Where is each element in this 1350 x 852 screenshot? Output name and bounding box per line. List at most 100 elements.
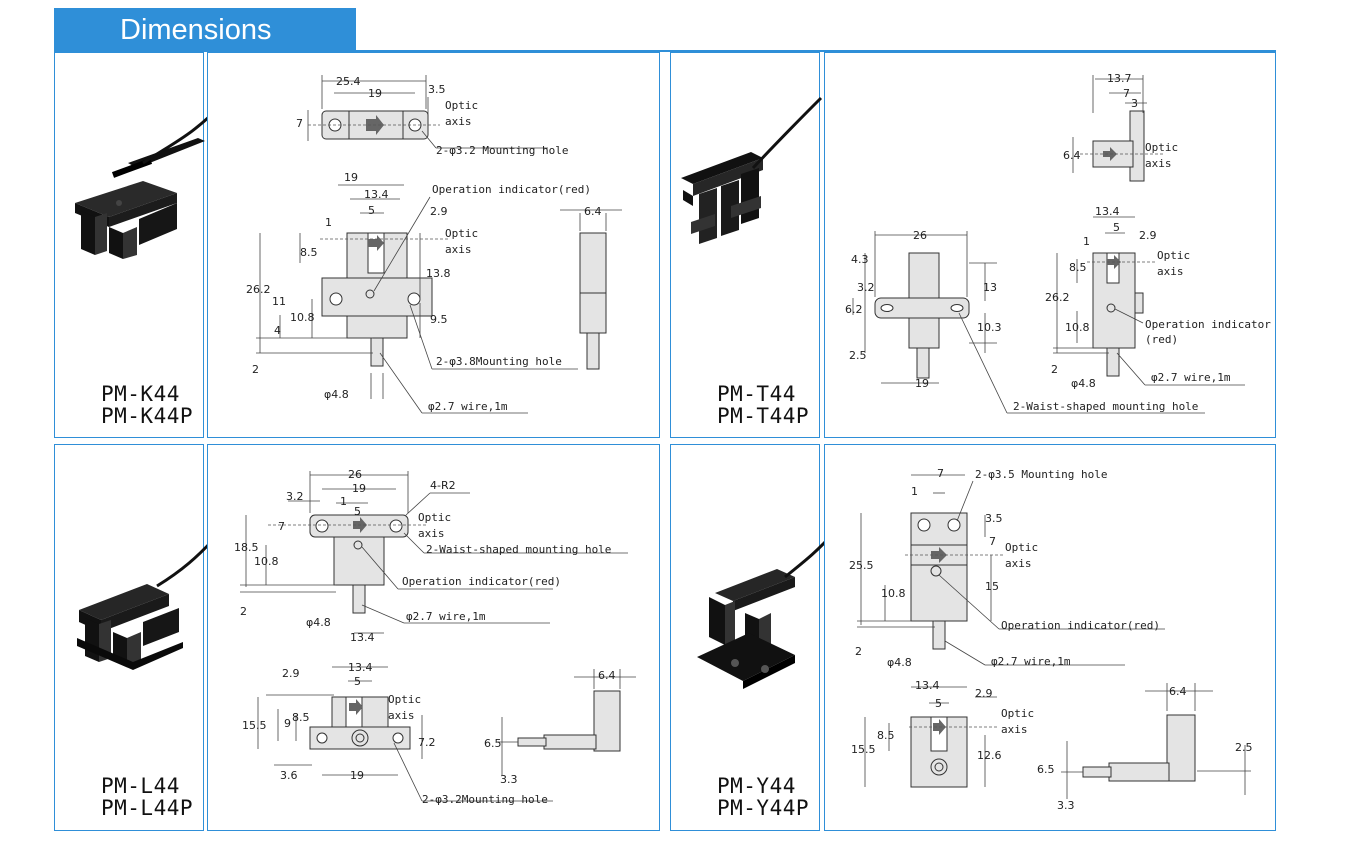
dim-label: 13.4: [350, 631, 375, 644]
dim-label: 8.5: [300, 246, 318, 259]
callout-label: Operation indicator: [1145, 318, 1271, 331]
drawing-panel-y44: 7 2-φ3.5 Mounting hole 1 3.5 7 Optic axi…: [824, 444, 1276, 831]
dim-label: 7: [296, 117, 303, 130]
callout-label: 2-φ3.2 Mounting hole: [436, 144, 568, 157]
callout-label: φ2.7 wire,1m: [1151, 371, 1231, 384]
model-line: PM-Y44: [717, 774, 796, 798]
dim-label: 25.4: [336, 75, 361, 88]
dim-label: 2: [252, 363, 259, 376]
dim-label: 3: [1131, 97, 1138, 110]
dim-label: 7: [278, 520, 285, 533]
dim-label: 3.3: [500, 773, 518, 786]
dim-label: 6.4: [584, 205, 602, 218]
model-line: PM-L44P: [101, 796, 194, 820]
dim-label: 8.5: [877, 729, 895, 742]
model-line: PM-K44: [101, 382, 180, 406]
dim-label: 18.5: [234, 541, 259, 554]
dim-label: 10.8: [254, 555, 279, 568]
dim-label: 1: [325, 216, 332, 229]
dim-label: 8.5: [1069, 261, 1087, 274]
callout-label: Optic: [1145, 141, 1178, 154]
dim-label: φ4.8: [306, 616, 331, 629]
dim-label: 2.9: [1139, 229, 1157, 242]
dim-label: 13: [983, 281, 997, 294]
callout-label: 2-φ3.5 Mounting hole: [975, 468, 1107, 481]
dim-label: 7.2: [418, 736, 436, 749]
callout-label: Optic: [445, 227, 478, 240]
callout-label: Optic: [1001, 707, 1034, 720]
dim-label: 10.8: [1065, 321, 1090, 334]
dim-label: 2: [1051, 363, 1058, 376]
dim-label: 3.3: [1057, 799, 1075, 812]
dim-label: 15: [985, 580, 999, 593]
dim-label: φ4.8: [887, 656, 912, 669]
model-name-y44: PM-Y44 PM-Y44P: [717, 775, 809, 819]
dim-label: 10.8: [290, 311, 315, 324]
sensor-photo-y44: [697, 530, 837, 689]
title-rule: [54, 50, 1276, 52]
dim-label: 6.4: [598, 669, 616, 682]
callout-label: axis: [1157, 265, 1184, 278]
dim-label: 2.9: [430, 205, 448, 218]
dim-label: 19: [350, 769, 364, 782]
callout-label: 2-Waist-shaped mounting hole: [1013, 400, 1198, 413]
dim-label: 26: [348, 468, 362, 481]
callout-label: 2-φ3.2Mounting hole: [422, 793, 548, 806]
callout-label: axis: [1001, 723, 1028, 736]
dim-label: 1: [340, 495, 347, 508]
dim-label: 6.2: [845, 303, 863, 316]
sensor-photo-l44: [77, 538, 215, 670]
product-photo-panel-y44: PM-Y44 PM-Y44P: [670, 444, 837, 831]
dim-label: 3.2: [857, 281, 875, 294]
dim-label: 26: [913, 229, 927, 242]
dim-label: 4-R2: [430, 479, 456, 492]
callout-label: axis: [445, 243, 472, 256]
dim-label: 1: [911, 485, 918, 498]
dim-label: 6.5: [484, 737, 502, 750]
callout-label: 2-φ3.8Mounting hole: [436, 355, 562, 368]
dim-label: 5: [354, 505, 361, 518]
dim-label: 15.5: [242, 719, 267, 732]
callout-label: φ2.7 wire,1m: [406, 610, 486, 623]
dim-label: 26.2: [1045, 291, 1070, 304]
callout-label: Operation indicator(red): [402, 575, 561, 588]
dim-label: 19: [344, 171, 358, 184]
dim-label: 7: [989, 535, 996, 548]
dim-label: 10.3: [977, 321, 1002, 334]
sensor-photo-k44: [75, 101, 225, 259]
dim-label: 13.4: [348, 661, 373, 674]
dim-label: 19: [352, 482, 366, 495]
dim-label: 3.2: [286, 490, 304, 503]
model-name-t44: PM-T44 PM-T44P: [717, 383, 809, 427]
dim-label: 13.4: [915, 679, 940, 692]
dim-label: 9: [284, 717, 291, 730]
model-line: PM-L44: [101, 774, 180, 798]
dim-label: 4.3: [851, 253, 869, 266]
product-photo-panel-k44: PM-K44 PM-K44P: [54, 52, 225, 438]
dim-label: 19: [368, 87, 382, 100]
callout-label: axis: [388, 709, 415, 722]
callout-label: Optic: [1005, 541, 1038, 554]
callout-label: φ2.7 wire,1m: [428, 400, 508, 413]
dim-label: 4: [274, 324, 281, 337]
dim-label: 26.2: [246, 283, 271, 296]
drawing-panel-l44: 26 19 3.2 4-R2 1 5 7 Optic axis 2-Waist-…: [207, 444, 660, 831]
dim-label: 11: [272, 295, 286, 308]
dim-label: 2: [855, 645, 862, 658]
callout-label: Optic: [418, 511, 451, 524]
dim-label: 5: [1113, 221, 1120, 234]
sensor-photo-t44: [681, 96, 823, 244]
dim-label: 6.4: [1063, 149, 1081, 162]
drawing-panel-k44: 25.4 19 3.5 7 Optic axis 2-φ3.2 Mounting…: [207, 52, 660, 438]
dim-label: 19: [915, 377, 929, 390]
dim-label: 2.9: [282, 667, 300, 680]
callout-label: axis: [1145, 157, 1172, 170]
product-photo-panel-t44: PM-T44 PM-T44P: [670, 52, 823, 438]
dim-label: 6.5: [1037, 763, 1055, 776]
callout-label: axis: [1005, 557, 1032, 570]
model-line: PM-Y44P: [717, 796, 810, 820]
dim-label: 5: [935, 697, 942, 710]
dim-label: 15.5: [851, 743, 876, 756]
model-name-l44: PM-L44 PM-L44P: [101, 775, 193, 819]
dim-label: 10.8: [881, 587, 906, 600]
